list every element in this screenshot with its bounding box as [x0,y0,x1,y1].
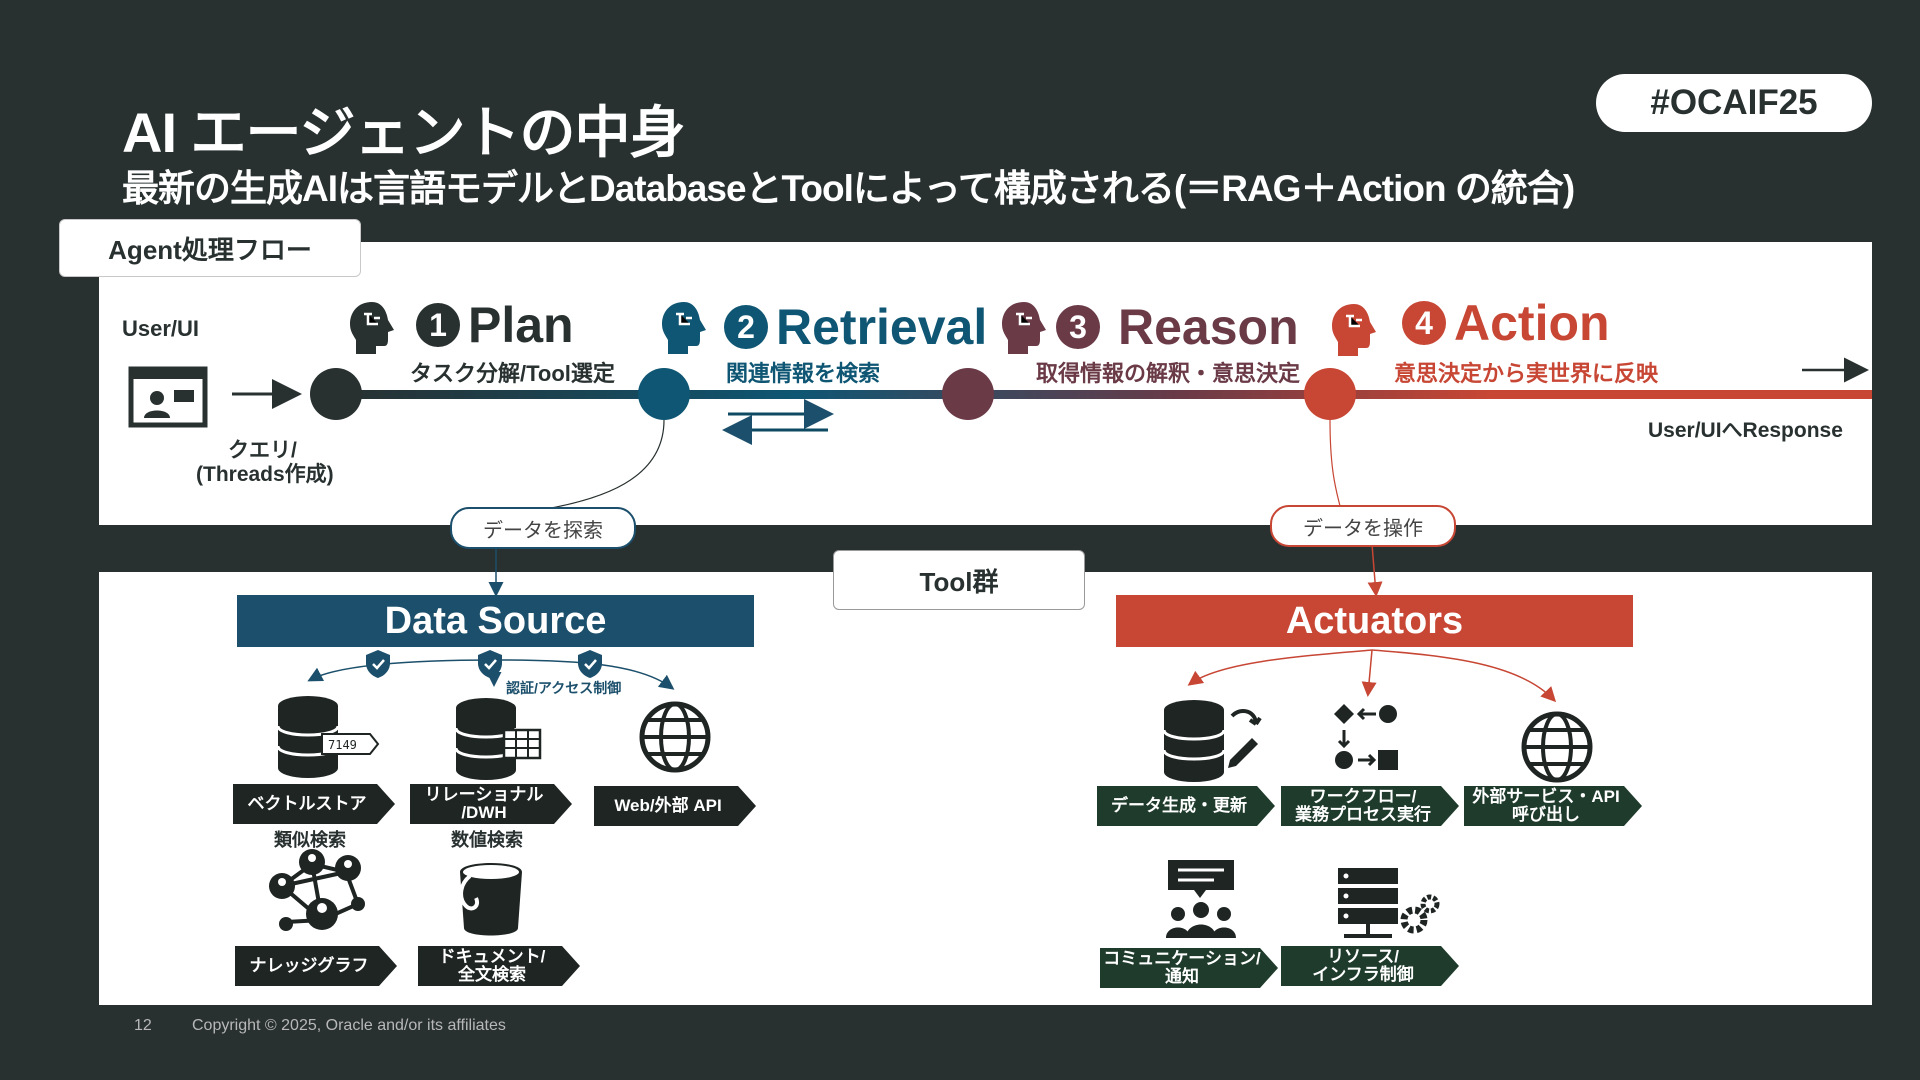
data-update-icon [1162,700,1262,782]
slide-title: AI エージェントの中身 [122,101,685,164]
communication-tag-line1: コミュニケーション/ [1103,949,1261,969]
brain-head-icon [1332,304,1376,356]
workflow-tag-line1: ワークフロー/ [1309,787,1417,807]
operate-data-pill: データを操作 [1270,505,1456,547]
step-number: 2 [724,305,768,349]
ds-fan-arrow-3 [493,659,675,690]
step-number: 1 [416,303,460,347]
relational-db-icon [454,698,542,780]
step-node-action [1304,368,1356,420]
communication-tag-line2: 通知 [1165,967,1199,986]
brain-head-icon [1002,302,1046,354]
shield-icon [478,650,502,678]
external-api-tag-line1: 外部サービス・API [1472,787,1620,807]
step-action-subtitle: 意思決定から実世界に反映 [1394,361,1659,386]
step-node-retrieval [638,368,690,420]
step-name: Reason [1118,299,1299,355]
vector-store-caption: 類似検索 [274,830,346,850]
act-fan-arrow-2 [1361,649,1377,697]
vector-store-tag: ベクトルストア [233,784,395,824]
workflow-icon [1334,704,1398,770]
workflow-tag: ワークフロー/ 業務プロセス実行 [1281,786,1459,826]
brain-head-icon [350,302,394,354]
communication-icon [1166,860,1236,938]
page-number: 12 [134,1017,152,1034]
copyright-text: Copyright © 2025, Oracle and/or its affi… [192,1017,506,1034]
auth-label: 認証/アクセス制御 [506,680,622,696]
data-source-header: Data Source [237,595,754,647]
step-plan-subtitle: タスク分解/Tool選定 [410,361,615,386]
step-plan-title: 1 Plan [416,296,574,354]
globe-icon [639,701,711,773]
tool-group-label: Tool群 [833,550,1085,610]
shield-icon [366,650,390,678]
relational-tag-line2: /DWH [461,803,507,822]
infra-control-tag-line2: インフラ制御 [1312,965,1414,984]
knowledge-graph-icon [269,849,365,931]
workflow-tag-line2: 業務プロセス実行 [1295,805,1431,824]
external-api-globe-icon [1521,711,1593,783]
external-api-tag-line2: 呼び出し [1512,805,1580,824]
act-fan-arrow-3 [1371,649,1557,703]
step-name: Plan [468,297,574,353]
query-label-2: (Threads作成) [196,463,334,486]
server-infra-icon [1338,868,1440,938]
relational-caption: 数値検索 [451,830,523,850]
relational-tag-line1: リレーショナル [424,785,544,805]
slide-subtitle: 最新の生成AIは言語モデルとDatabaseとToolによって構成される(＝RA… [122,168,1575,209]
knowledge-graph-tag: ナレッジグラフ [235,946,397,986]
data-generation-tag: データ生成・更新 [1097,786,1275,826]
query-label-1: クエリ/ [228,439,297,462]
user-screen-icon [128,366,208,428]
step-name: Action [1454,295,1610,351]
infra-control-tag-line1: リソース/ [1327,947,1399,967]
hashtag-badge: #OCAIF25 [1596,74,1872,132]
flow-timeline [336,390,1872,399]
vector-badge: 7149 [328,738,357,752]
relational-tag: リレーショナル /DWH [410,784,572,824]
document-tag-line2: 全文検索 [458,965,526,984]
document-store-icon [459,863,522,936]
web-api-tag: Web/外部 API [594,786,756,826]
infra-control-tag: リソース/ インフラ制御 [1281,946,1459,986]
operate-connector [1329,419,1341,507]
communication-tag: コミュニケーション/ 通知 [1100,948,1278,988]
explore-data-pill: データを探索 [450,507,636,549]
vector-store-icon: 7149 [276,696,380,778]
step-number: 4 [1402,301,1446,345]
actuators-header: Actuators [1116,595,1633,647]
step-name: Retrieval [776,299,988,355]
step-action-title: 4 Action [1402,294,1610,352]
step-retrieval-title: 2 Retrieval [724,298,987,356]
brain-head-icon [662,302,706,354]
step-number: 3 [1056,305,1100,349]
response-label: User/UIへResponse [1648,419,1843,442]
act-fan-arrow-1 [1187,649,1373,686]
document-tag: ドキュメント/ 全文検索 [418,946,580,986]
shield-icon [578,650,602,678]
step-retrieval-subtitle: 関連情報を検索 [726,361,881,386]
ds-fan-arrow-1 [307,659,495,682]
document-tag-line1: ドキュメント/ [438,947,546,967]
operate-down-arrow [1367,543,1383,597]
step-node-plan [310,368,362,420]
explore-connector [539,419,665,511]
step-reason-title: 3 Reason [1056,298,1299,356]
user-ui-label: User/UI [122,316,200,341]
step-reason-subtitle: 取得情報の解釈・意思決定 [1036,361,1301,386]
step-node-reason [942,368,994,420]
external-api-tag: 外部サービス・API 呼び出し [1464,786,1642,826]
agent-flow-label: Agent処理フロー [59,219,361,277]
